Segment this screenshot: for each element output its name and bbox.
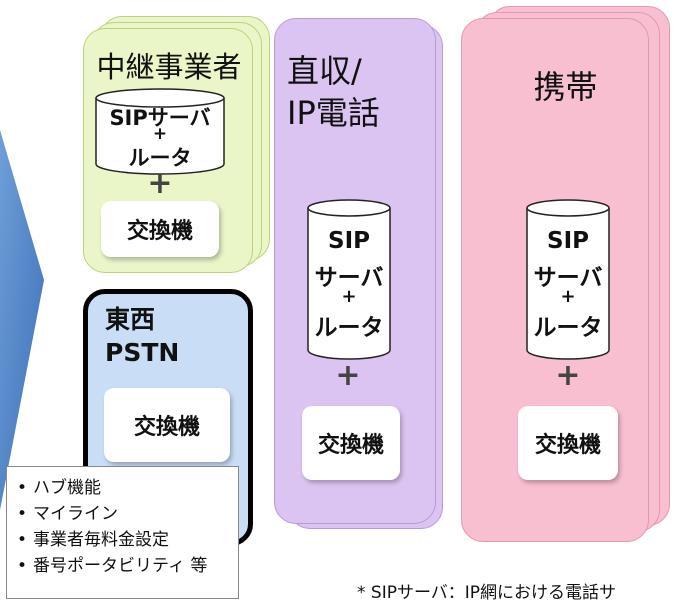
relay-router-label: ルータ <box>128 146 192 170</box>
mobile-exchange-label: 交換機 <box>534 433 601 458</box>
relay-sip-label: SIPサーバ <box>109 106 211 130</box>
direct-ip-cylinder-plus: + <box>341 286 357 307</box>
function-item: 事業者毎料金設定 <box>17 527 238 553</box>
right-arrow-icon <box>0 130 44 510</box>
relay-carrier-title: 中継事業者 <box>96 50 242 84</box>
mobile-cylinder-plus: + <box>560 286 576 307</box>
direct-ip-router-label: ルータ <box>314 315 384 341</box>
direct-ip-server-label: サーバ <box>314 265 384 291</box>
function-item: ハブ機能 <box>17 475 238 501</box>
mobile-sip-label: SIP <box>547 228 589 254</box>
direct-ip-title: 直収/ IP電話 <box>287 50 447 134</box>
mobile-title: 携帯 <box>533 68 598 106</box>
mobile-exchange-box: 交換機 <box>518 406 618 480</box>
mobile-server-label: サーバ <box>533 265 603 291</box>
direct-ip-plus: + <box>335 358 361 393</box>
mobile-router-label: ルータ <box>533 315 603 341</box>
pstn-title-line1: 東西 <box>105 305 156 334</box>
relay-plus: + <box>147 166 173 201</box>
pstn-exchange-box: 交換機 <box>104 388 230 462</box>
pstn-exchange-label: 交換機 <box>133 415 200 440</box>
direct-ip-title-line2: IP電話 <box>287 94 380 132</box>
relay-sip-server-cylinder: SIPサーバ + ルータ <box>94 88 226 176</box>
functions-list-box: ハブ機能 マイライン 事業者毎料金設定 番号ポータビリティ 等 <box>6 466 239 599</box>
pstn-title-line2: PSTN <box>105 338 180 367</box>
relay-exchange-box: 交換機 <box>101 201 219 257</box>
relay-cylinder-plus: + <box>152 124 168 144</box>
function-item: マイライン <box>17 501 238 527</box>
mobile-sip-server-cylinder: SIP サーバ + ルータ <box>525 198 611 360</box>
pstn-title: 東西 PSTN <box>105 303 179 369</box>
mobile-plus: + <box>555 358 581 393</box>
footnote: * SIPサーバ：IP網における電話サ <box>357 583 617 603</box>
direct-ip-title-line1: 直収/ <box>287 52 362 90</box>
relay-exchange-label: 交換機 <box>126 219 193 244</box>
functions-list: ハブ機能 マイライン 事業者毎料金設定 番号ポータビリティ 等 <box>17 475 238 579</box>
direct-ip-exchange-label: 交換機 <box>317 433 384 458</box>
function-item: 番号ポータビリティ 等 <box>17 553 238 579</box>
direct-ip-sip-server-cylinder: SIP サーバ + ルータ <box>306 198 392 360</box>
direct-ip-exchange-box: 交換機 <box>302 406 400 480</box>
direct-ip-sip-label: SIP <box>328 228 370 254</box>
